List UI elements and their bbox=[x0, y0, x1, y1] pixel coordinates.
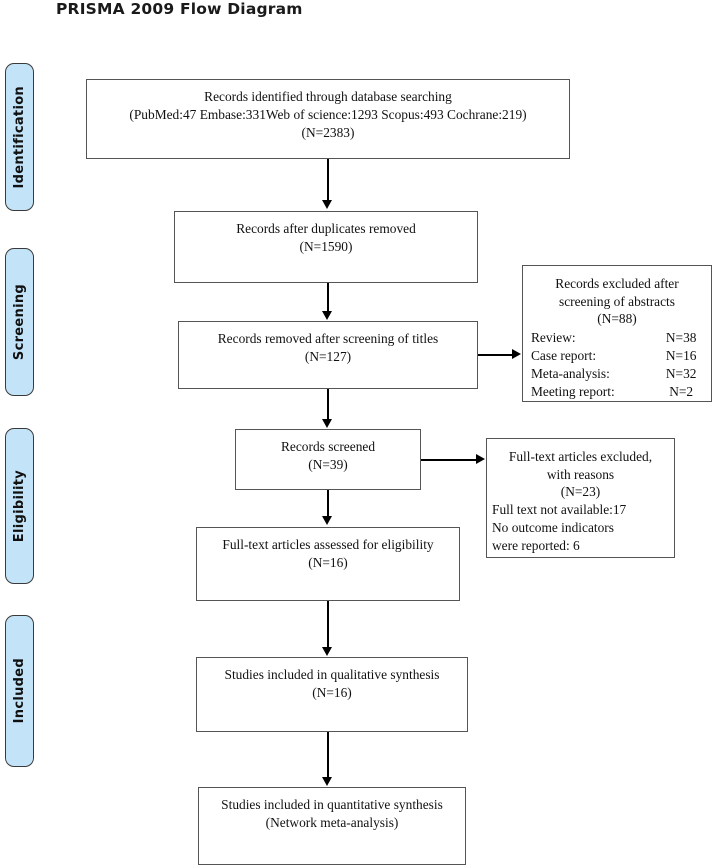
connector-titles-to-screened bbox=[327, 389, 329, 421]
box-removed-titles: Records removed after screening of title… bbox=[178, 321, 478, 389]
connector-qualitative-to-quantitative bbox=[327, 732, 329, 779]
arrow-right-icon-2 bbox=[476, 454, 485, 464]
connector-identified-to-duplicates bbox=[327, 159, 329, 202]
box-fulltext-excluded: Full-text articles excluded, with reason… bbox=[486, 438, 675, 558]
reason-value: N=38 bbox=[665, 330, 697, 346]
stage-pill-identification: Identification bbox=[5, 63, 34, 211]
arrow-down-icon-3 bbox=[322, 419, 332, 428]
reason-value: N=2 bbox=[669, 383, 694, 399]
stage-label-identification: Identification bbox=[12, 85, 27, 189]
box-quantitative-synthesis-text: Studies included in quantitative synthes… bbox=[221, 797, 443, 831]
arrow-down-icon-4 bbox=[322, 516, 332, 525]
box-records-screened: Records screened (N=39) bbox=[235, 429, 421, 490]
box-records-identified-text: Records identified through database sear… bbox=[129, 89, 527, 141]
table-row: Meeting report: N=2 bbox=[523, 383, 711, 401]
stage-label-eligibility: Eligibility bbox=[12, 469, 27, 543]
stage-label-included: Included bbox=[12, 658, 27, 724]
arrow-down-icon-6 bbox=[322, 777, 332, 786]
box-qualitative-synthesis: Studies included in qualitative synthesi… bbox=[196, 657, 468, 732]
box-fulltext-excluded-details: Full text not available:17 No outcome in… bbox=[492, 502, 627, 553]
connector-duplicates-to-titles bbox=[327, 283, 329, 313]
box-records-screened-text: Records screened (N=39) bbox=[280, 439, 376, 473]
stage-label-screening: Screening bbox=[12, 283, 27, 361]
box-records-identified: Records identified through database sear… bbox=[86, 79, 570, 159]
arrow-right-icon-1 bbox=[512, 349, 521, 359]
box-excluded-abstracts-head: Records excluded after screening of abst… bbox=[555, 276, 679, 327]
reason-value: N=16 bbox=[665, 347, 697, 363]
box-quantitative-synthesis: Studies included in quantitative synthes… bbox=[198, 787, 466, 865]
table-row: Case report: N=16 bbox=[523, 347, 711, 365]
stage-pill-screening: Screening bbox=[5, 248, 34, 396]
reason-name: Meta-analysis: bbox=[531, 365, 610, 381]
table-row: Review: N=38 bbox=[523, 329, 711, 347]
connector-screened-to-fulltext-excluded bbox=[421, 459, 478, 461]
page-title: PRISMA 2009 Flow Diagram bbox=[56, 0, 303, 18]
connector-titles-to-excluded bbox=[478, 354, 514, 356]
arrow-down-icon-5 bbox=[322, 647, 332, 656]
box-qualitative-synthesis-text: Studies included in qualitative synthesi… bbox=[224, 667, 440, 701]
excluded-abstracts-reason-table: Review: N=38 Case report: N=16 Meta-anal… bbox=[523, 329, 711, 400]
arrow-down-icon-1 bbox=[322, 200, 332, 209]
box-duplicates-removed-text: Records after duplicates removed (N=1590… bbox=[236, 221, 416, 255]
reason-name: Review: bbox=[531, 330, 576, 346]
connector-screened-to-assessed bbox=[327, 490, 329, 518]
box-removed-titles-text: Records removed after screening of title… bbox=[217, 331, 439, 365]
box-fulltext-assessed-text: Full-text articles assessed for eligibil… bbox=[222, 537, 434, 571]
reason-name: Meeting report: bbox=[531, 383, 615, 399]
box-duplicates-removed: Records after duplicates removed (N=1590… bbox=[174, 211, 478, 283]
reason-value: N=32 bbox=[665, 365, 697, 381]
arrow-down-icon-2 bbox=[322, 311, 332, 320]
stage-pill-eligibility: Eligibility bbox=[5, 428, 34, 584]
reason-name: Case report: bbox=[531, 347, 597, 363]
table-row: Meta-analysis: N=32 bbox=[523, 365, 711, 383]
stage-pill-included: Included bbox=[5, 615, 34, 767]
connector-assessed-to-qualitative bbox=[327, 601, 329, 649]
box-fulltext-excluded-head: Full-text articles excluded, with reason… bbox=[508, 449, 653, 500]
box-excluded-abstracts: Records excluded after screening of abst… bbox=[522, 265, 712, 402]
box-fulltext-assessed: Full-text articles assessed for eligibil… bbox=[196, 527, 460, 601]
